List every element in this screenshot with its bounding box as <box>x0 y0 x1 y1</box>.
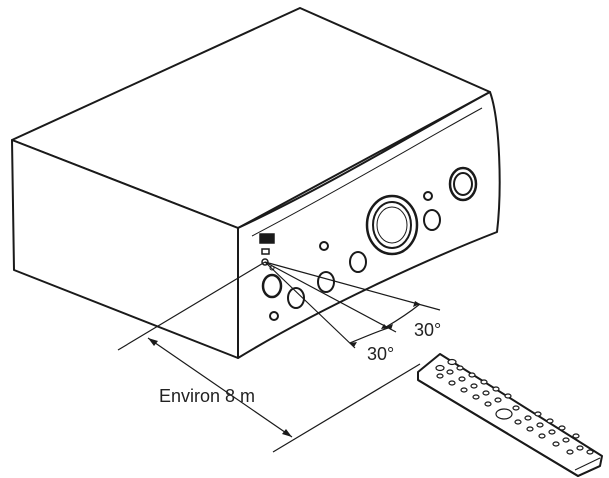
small-knob <box>317 271 335 293</box>
remote-control <box>417 353 603 477</box>
small-knob <box>349 251 367 273</box>
angle-label-lower: 30° <box>367 344 394 364</box>
small-knob <box>261 273 283 299</box>
small-knob <box>287 287 305 309</box>
distance-dimension <box>147 337 421 453</box>
range-lines <box>117 261 441 351</box>
angle-arc-lower <box>349 327 389 344</box>
front-display <box>259 233 275 255</box>
distance-label: Environ 8 m <box>159 386 255 406</box>
amplifier <box>11 7 501 359</box>
knobs <box>261 166 478 321</box>
angle-label-upper: 30° <box>414 320 441 340</box>
small-knob <box>423 209 441 231</box>
remote-buttons <box>435 358 594 455</box>
angle-arc-upper <box>385 303 421 328</box>
